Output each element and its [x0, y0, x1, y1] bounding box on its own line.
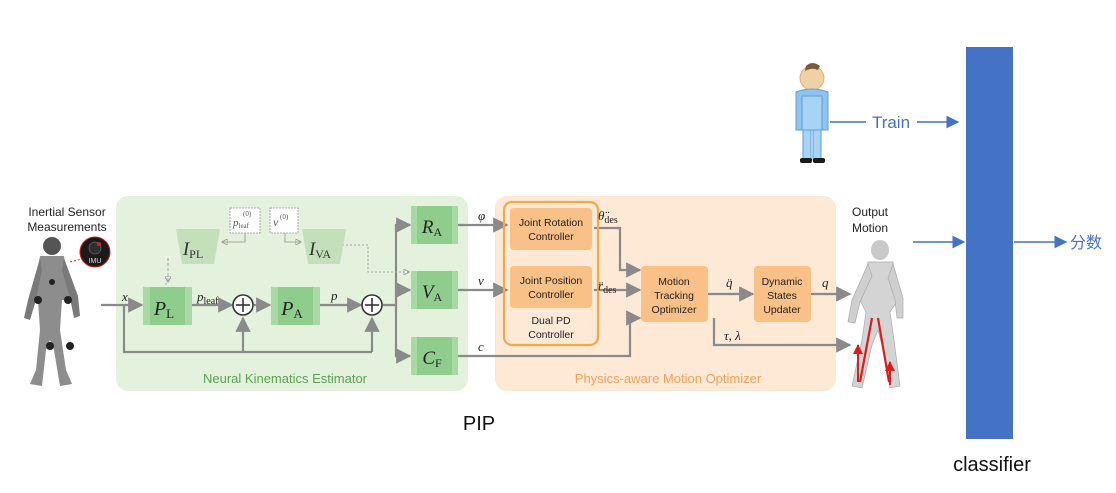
svg-text:States: States	[767, 290, 797, 302]
arrow-initleaf-to-IPL	[222, 232, 246, 242]
svg-text:v: v	[273, 215, 279, 229]
svg-text:RA: RA	[421, 217, 443, 239]
dual-pd-label-l2: Controller	[528, 329, 574, 341]
I-VA-block: IVA	[302, 229, 346, 264]
arrow-CF-to-MTO	[458, 310, 642, 358]
svg-text:IPL: IPL	[182, 239, 203, 261]
V-A-block: VA	[411, 271, 458, 309]
svg-text:Joint Position: Joint Position	[520, 275, 583, 287]
imu-device-icon: IMU	[69, 236, 111, 268]
signal-c: c	[478, 339, 484, 354]
P-L-block: PL	[143, 287, 192, 325]
dual-pd-label-l1: Dual PD	[531, 315, 571, 327]
arrow-plus2-to-CF	[394, 305, 412, 364]
classifier-bar	[966, 47, 1013, 439]
output-mesh-figure	[847, 240, 904, 389]
pmo-panel-label: Physics-aware Motion Optimizer	[575, 371, 762, 386]
input-title-line1: Inertial Sensor	[28, 205, 105, 219]
signal-p: p	[330, 288, 338, 303]
signal-r-des: r̈des	[598, 278, 617, 296]
score-label: 分数	[1070, 234, 1102, 252]
arrow-plus2-to-RA	[383, 217, 412, 307]
pip-label: PIP	[463, 413, 495, 435]
svg-text:Motion: Motion	[658, 276, 690, 288]
arrow-MTO-tau-out	[712, 318, 852, 353]
svg-text:(0): (0)	[243, 210, 252, 218]
signal-qdd: q̈	[726, 275, 733, 290]
signal-x: x	[121, 289, 128, 304]
svg-text:Joint Rotation: Joint Rotation	[519, 217, 583, 229]
svg-text:PL: PL	[153, 298, 174, 321]
arrow-input-bypass	[122, 305, 372, 354]
signal-v: v	[478, 273, 484, 288]
dual-pd-frame	[502, 200, 600, 347]
svg-text:pleaf: pleaf	[232, 217, 250, 230]
classifier-label: classifier	[953, 454, 1031, 476]
imu-label: IMU	[89, 258, 102, 265]
output-title-line2: Motion	[852, 221, 888, 235]
P-A-block: PA	[271, 287, 320, 325]
svg-text:Optimizer: Optimizer	[652, 304, 697, 316]
svg-text:Dynamic: Dynamic	[762, 276, 803, 288]
motion-tracking-optimizer: Motion Tracking Optimizer	[641, 266, 708, 322]
svg-text:VA: VA	[422, 282, 443, 304]
joint-rotation-controller: Joint Rotation Controller	[510, 208, 592, 250]
joint-position-controller: Joint Position Controller	[510, 266, 592, 308]
arrow-IVA-to-VA	[342, 244, 409, 272]
person-icon	[795, 63, 829, 163]
init-pleaf-box: pleaf (0)	[229, 207, 261, 234]
signal-theta-des: θ̈des	[598, 208, 618, 226]
signal-pleaf: pleaf	[196, 289, 219, 307]
output-title-line1: Output	[852, 205, 889, 219]
svg-text:IVA: IVA	[308, 239, 331, 261]
svg-text:Updater: Updater	[763, 304, 801, 316]
svg-text:PA: PA	[280, 298, 303, 321]
svg-text:CF: CF	[422, 348, 442, 370]
svg-text:Controller: Controller	[528, 231, 574, 243]
svg-text:Controller: Controller	[528, 289, 574, 301]
svg-text:Tracking: Tracking	[654, 290, 694, 302]
R-A-block: RA	[411, 206, 458, 244]
dynamic-states-updater: Dynamic States Updater	[754, 266, 811, 322]
I-PL-block: IPL	[176, 229, 220, 264]
signal-tau-lambda: τ, λ	[724, 328, 741, 343]
plus-node-2	[361, 294, 383, 316]
input-title-line2: Measurements	[27, 220, 106, 234]
svg-text:(0): (0)	[280, 213, 289, 221]
signal-phi: φ	[478, 208, 485, 223]
signal-q: q	[822, 275, 829, 290]
init-v-box: v (0)	[269, 207, 299, 234]
C-F-block: CF	[411, 337, 458, 375]
arrow-JRC-to-MTO	[594, 226, 642, 278]
sensor-person-figure	[24, 237, 80, 386]
arrow-initv-to-IVA	[284, 232, 301, 242]
train-label: Train	[872, 113, 910, 132]
plus-node-1	[232, 294, 254, 316]
nke-panel-label: Neural Kinematics Estimator	[203, 371, 368, 386]
